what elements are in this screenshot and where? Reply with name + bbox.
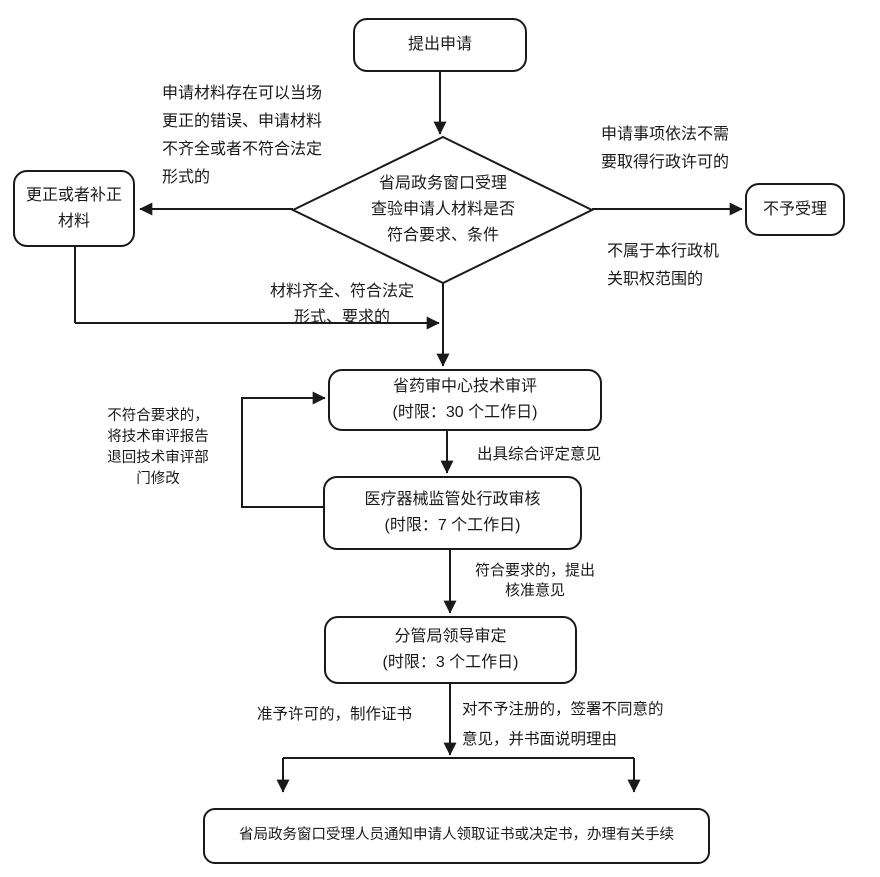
annotation-correctable-errors-line3: 不齐全或者不符合法定 <box>162 141 323 158</box>
annotation-correctable-errors-line1: 申请材料存在可以当场 <box>162 85 323 102</box>
annotation-approval-opinion-line2: 核准意见 <box>504 582 565 599</box>
annotation-return-revision-line3: 退回技术审评部 <box>107 450 209 466</box>
leader-approval-line2: (时限：3 个工作日) <box>382 654 519 671</box>
annotation-not-jurisdiction-line2: 关职权范围的 <box>607 271 704 288</box>
reject-node-label: 不予受理 <box>762 200 827 218</box>
leader-approval-line1: 分管局领导审定 <box>394 628 507 646</box>
start-node: 提出申请 <box>353 18 527 72</box>
annotation-return-revision-line4: 门修改 <box>136 471 180 487</box>
annotation-deny-registration: 对不予注册的，签署不同意的 意见，并书面说明理由 <box>462 695 664 755</box>
admin-review-line1: 医疗器械监管处行政审核 <box>364 491 541 509</box>
annotation-no-permit-needed: 申请事项依法不需 要取得行政许可的 <box>601 121 729 177</box>
annotation-correctable-errors-line4: 形式的 <box>162 169 211 186</box>
annotation-no-permit-line1: 申请事项依法不需 <box>601 126 730 143</box>
annotation-materials-complete-line2: 形式、要求的 <box>293 309 390 326</box>
annotation-deny-registration-line2: 意见，并书面说明理由 <box>462 731 618 748</box>
annotation-return-revision: 不符合要求的， 将技术审评报告 退回技术审评部 门修改 <box>98 406 218 490</box>
final-notify-node: 省局政务窗口受理人员通知申请人领取证书或决定书，办理有关手续 <box>203 808 710 864</box>
arrow-feedback-admin-to-review <box>241 391 326 508</box>
correct-materials-line1: 更正或者补正 <box>25 186 122 204</box>
annotation-deny-registration-line1: 对不予注册的，签署不同意的 <box>462 701 664 718</box>
final-notify-label: 省局政务窗口受理人员通知申请人领取证书或决定书，办理有关手续 <box>239 827 674 844</box>
annotation-return-revision-line2: 将技术审评报告 <box>107 429 209 445</box>
annotation-evaluation-opinion-label: 出具综合评定意见 <box>477 446 602 463</box>
annotation-return-revision-line1: 不符合要求的， <box>107 408 209 424</box>
leader-approval-node: 分管局领导审定 (时限：3 个工作日) <box>324 616 577 684</box>
annotation-correctable-errors: 申请材料存在可以当场 更正的错误、申请材料 不齐全或者不符合法定 形式的 <box>162 80 322 192</box>
technical-review-line1: 省药审中心技术审评 <box>392 378 537 396</box>
annotation-grant-certificate-label: 准予许可的，制作证书 <box>257 706 413 723</box>
decision-node: 省局政务窗口受理 查验申请人材料是否 符合要求、条件 <box>343 171 543 249</box>
correct-materials-line2: 材料 <box>57 212 90 230</box>
decision-node-line2: 查验申请人材料是否 <box>370 201 515 218</box>
correct-materials-node: 更正或者补正 材料 <box>13 170 135 247</box>
annotation-evaluation-opinion: 出具综合评定意见 <box>477 441 601 469</box>
annotation-not-jurisdiction-line1: 不属于本行政机 <box>607 243 720 260</box>
annotation-approval-opinion: 符合要求的，提出 核准意见 <box>470 561 600 601</box>
start-node-label: 提出申请 <box>407 36 472 54</box>
admin-review-line2: (时限：7 个工作日) <box>384 517 521 534</box>
technical-review-node: 省药审中心技术审评 (时限：30 个工作日) <box>328 369 602 431</box>
reject-node: 不予受理 <box>745 183 845 236</box>
admin-review-node: 医疗器械监管处行政审核 (时限：7 个工作日) <box>323 476 582 550</box>
annotation-materials-complete: 材料齐全、符合法定 形式、要求的 <box>262 279 422 331</box>
annotation-not-jurisdiction: 不属于本行政机 关职权范围的 <box>607 238 719 294</box>
annotation-approval-opinion-line1: 符合要求的，提出 <box>474 562 595 579</box>
annotation-grant-certificate: 准予许可的，制作证书 <box>257 701 412 729</box>
technical-review-line2: (时限：30 个工作日) <box>392 404 538 421</box>
annotation-correctable-errors-line2: 更正的错误、申请材料 <box>162 113 323 130</box>
annotation-no-permit-line2: 要取得行政许可的 <box>601 154 730 171</box>
decision-diamond-shape <box>290 135 595 285</box>
annotation-materials-complete-line1: 材料齐全、符合法定 <box>269 283 414 300</box>
decision-node-line1: 省局政务窗口受理 <box>378 175 507 192</box>
decision-node-line3: 符合要求、条件 <box>386 227 499 244</box>
